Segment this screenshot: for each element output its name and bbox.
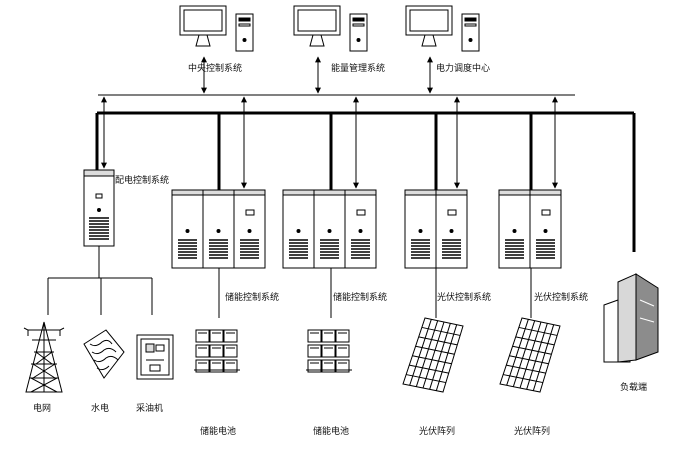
cabinet-label-pv-1: 光伏控制系统 [437, 293, 492, 303]
cabinet-label-storage-2: 储能控制系统 [333, 293, 388, 303]
workstation-links [201, 56, 433, 94]
distribution-cabinet-icon [83, 169, 115, 247]
distribution-label: 配电控制系统 [115, 176, 170, 186]
oil-pump-unit-icon [136, 334, 174, 380]
source-label-oilpump: 采油机 [136, 404, 164, 414]
control-cabinet-icon [171, 189, 266, 269]
power-tower-icon [23, 321, 65, 393]
cabinet-label-storage-1: 储能控制系统 [225, 293, 280, 303]
device-label-pv-2: 光伏阵列 [514, 427, 551, 437]
device-label-pv-1: 光伏阵列 [419, 427, 456, 437]
distribution-tree [47, 245, 153, 315]
power-bus [95, 111, 636, 252]
hydro-power-icon [83, 329, 125, 379]
cabinet-label-pv-2: 光伏控制系统 [534, 293, 589, 303]
building-load-icon [603, 273, 659, 363]
cabinet-links [101, 96, 558, 189]
solar-panel-icon [402, 317, 464, 393]
control-cabinet-group [171, 189, 562, 269]
battery-pack-icon [306, 329, 352, 373]
computer-workstation-icon [405, 5, 480, 52]
source-label-grid: 电网 [33, 404, 52, 414]
solar-panel-group [402, 317, 561, 393]
battery-group [194, 329, 352, 373]
load-label: 负载端 [620, 383, 648, 393]
device-label-battery-2: 储能电池 [313, 427, 350, 437]
workstation-label-dispatch: 电力调度中心 [436, 64, 491, 74]
device-links [218, 268, 532, 318]
workstation-label-energy: 能量管理系统 [331, 64, 386, 74]
distribution-cabinet [83, 169, 115, 247]
source-label-hydro: 水电 [91, 404, 110, 414]
control-cabinet-icon [282, 189, 377, 269]
workstation-label-central: 中央控制系统 [188, 64, 243, 74]
computer-workstation-icon [179, 5, 254, 52]
control-cabinet-icon [498, 189, 562, 269]
battery-pack-icon [194, 329, 240, 373]
control-cabinet-icon [404, 189, 468, 269]
computer-workstation-icon [293, 5, 368, 52]
device-label-battery-1: 储能电池 [200, 427, 237, 437]
solar-panel-icon [499, 317, 561, 393]
workstation-group [179, 5, 480, 52]
